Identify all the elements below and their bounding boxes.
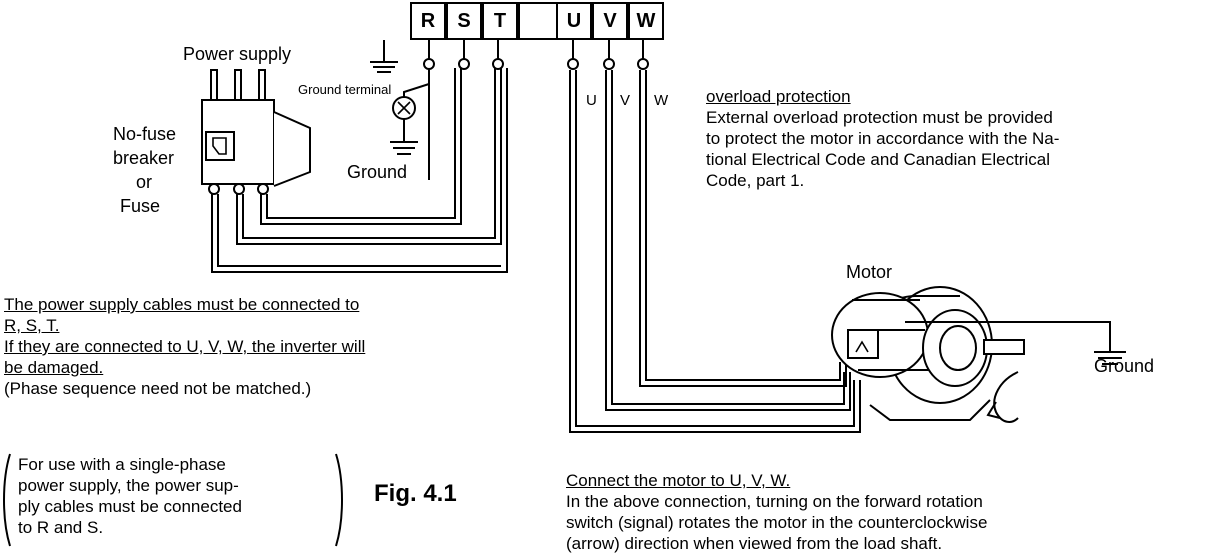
overload-line: tional Electrical Code and Canadian Elec… bbox=[706, 150, 1050, 169]
single-phase-line: For use with a single-phase bbox=[18, 455, 226, 474]
breaker-label-line1: No-fuse bbox=[113, 124, 177, 144]
overload-note: overload protection External overload pr… bbox=[706, 86, 1059, 191]
wire-label-u: U bbox=[586, 92, 597, 109]
terminal-s: S bbox=[446, 2, 482, 40]
breaker-label-line3: or bbox=[136, 172, 153, 192]
figure-caption: Fig. 4.1 bbox=[374, 480, 457, 507]
motor-note-line: (arrow) direction when viewed from the l… bbox=[566, 534, 943, 553]
motor-note-line: In the above connection, turning on the … bbox=[566, 492, 983, 511]
motor-cables bbox=[569, 70, 861, 433]
terminal-screws bbox=[423, 40, 649, 70]
wire-label-v: V bbox=[620, 92, 631, 109]
motor-label: Motor bbox=[846, 262, 893, 282]
motor-note-line: switch (signal) rotates the motor in the… bbox=[566, 513, 988, 532]
ground-symbol-top bbox=[370, 40, 398, 73]
single-phase-line: to R and S. bbox=[18, 518, 104, 537]
overload-line: to protect the motor in accordance with … bbox=[706, 129, 1060, 148]
single-phase-line: power supply, the power sup- bbox=[18, 476, 239, 495]
ground-terminal-label: Ground terminal bbox=[298, 82, 392, 97]
terminal-w: W bbox=[628, 2, 664, 40]
terminal-u: U bbox=[556, 2, 592, 40]
single-phase-note: For use with a single-phase power supply… bbox=[18, 454, 242, 538]
terminal-blank bbox=[518, 2, 558, 40]
motor-connection-note: Connect the motor to U, V, W. In the abo… bbox=[566, 470, 987, 554]
power-note-line: The power supply cables must be connecte… bbox=[4, 295, 360, 314]
single-phase-line: ply cables must be connected bbox=[18, 497, 242, 516]
power-supply-leads bbox=[210, 69, 266, 105]
rotation-arrow bbox=[986, 371, 1019, 423]
overload-line: Code, part 1. bbox=[706, 171, 805, 190]
power-note-line: R, S, T. bbox=[4, 316, 60, 335]
overload-line: External overload protection must be pro… bbox=[706, 108, 1053, 127]
terminal-t: T bbox=[482, 2, 518, 40]
ground-left-label: Ground bbox=[347, 162, 408, 182]
single-phase-brackets bbox=[3, 453, 343, 547]
breaker-label-line2: breaker bbox=[113, 148, 175, 168]
power-cable-note: The power supply cables must be connecte… bbox=[4, 294, 365, 399]
breaker-symbol bbox=[201, 99, 311, 195]
power-note-line: If they are connected to U, V, W, the in… bbox=[4, 337, 366, 356]
power-supply-label: Power supply bbox=[183, 44, 292, 64]
ground-symbol-motor bbox=[905, 321, 1126, 365]
overload-heading: overload protection bbox=[706, 87, 851, 106]
ground-right-label: Ground bbox=[1094, 356, 1155, 376]
terminal-v: V bbox=[592, 2, 628, 40]
wire-label-w: W bbox=[654, 92, 669, 109]
terminal-block: R S T U V W bbox=[410, 0, 666, 40]
power-note-phase-line: (Phase sequence need not be matched.) bbox=[4, 379, 312, 398]
ground-terminal-wiring bbox=[390, 68, 430, 180]
power-cables bbox=[211, 68, 508, 273]
motor-symbol bbox=[831, 286, 1025, 421]
breaker-label-line4: Fuse bbox=[120, 196, 161, 216]
motor-note-heading: Connect the motor to U, V, W. bbox=[566, 471, 791, 490]
terminal-r: R bbox=[410, 2, 446, 40]
power-note-line: be damaged. bbox=[4, 358, 104, 377]
